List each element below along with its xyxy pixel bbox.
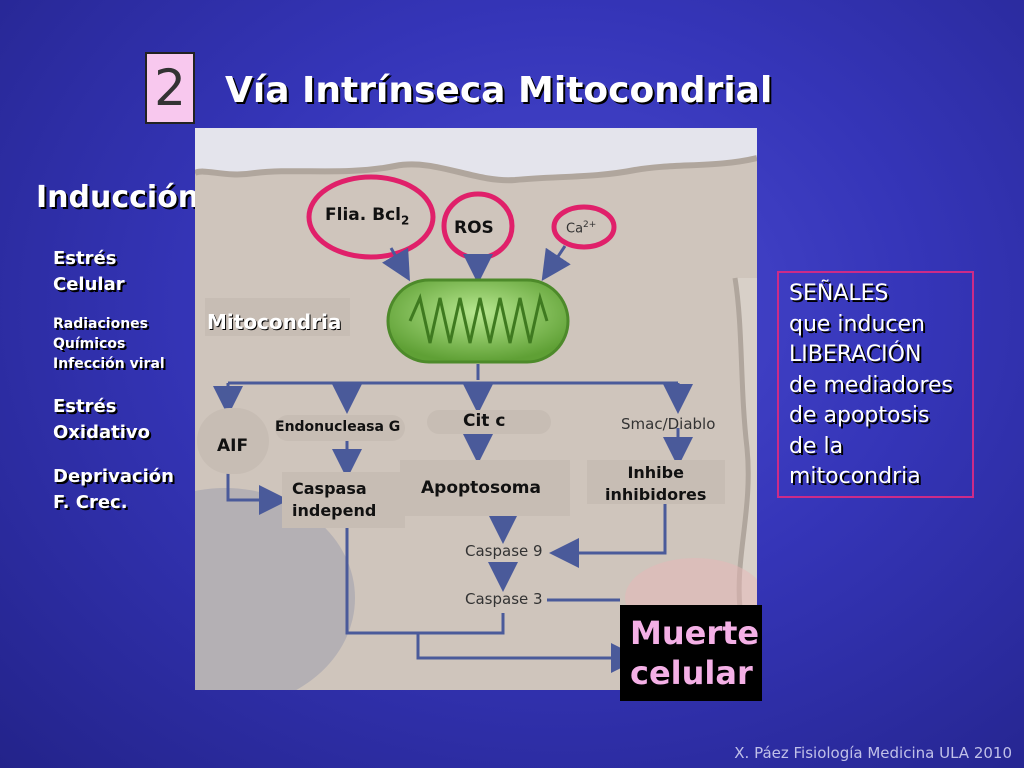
caspase-indep-line2: independ [292,501,377,520]
apoptosome-label: Apoptosoma [421,478,541,498]
stress-oxidative: Estrés Oxidativo [53,394,150,446]
pathway-diagram: Flia. Bcl2 ROS Ca2+ Mitocondria AIF Endo… [195,128,757,690]
signals-line: de la [789,433,844,459]
cytc-label: Cit c [463,411,506,431]
calcium-label: Ca2+ [566,220,596,236]
inhibe-line2: inhibidores [605,485,707,504]
cause-item: Infección viral [53,356,165,372]
signals-line: SEÑALES [789,281,889,306]
smac-label: Smac/Diablo [621,415,716,433]
signals-line: de mediadores [789,372,954,398]
calcium-text: Ca [566,221,584,237]
cause-item: Químicos [53,336,126,352]
stress-oxidative-line2: Oxidativo [53,422,150,443]
bcl2-label: Flia. Bcl2 [325,205,409,227]
endonuclease-tag [275,415,405,441]
cell-death-line2: celular [630,654,753,692]
diagram-background [195,128,757,690]
mitochondrion-shape [386,278,570,364]
deprivation: Deprivación F. Crec. [53,464,174,516]
signals-line: que inducen [789,311,925,337]
stress-cellular-line1: Estrés [53,248,117,269]
aif-label: AIF [217,436,249,456]
ros-label: ROS [454,218,494,238]
inhibe-tag [587,460,725,504]
slide-number: 2 [154,59,186,117]
ca-ring [551,204,617,250]
cell-death-line1: Muerte [630,614,760,652]
mitochondria-label: Mitocondria [207,310,342,334]
bcl2-text: Flia. Bcl [325,205,401,225]
apoptosome-tag [400,460,570,516]
caspase-indep-tag [282,472,405,528]
aif-tag [197,408,269,474]
inhibe-line1: Inhibe [627,463,684,482]
deprivation-line1: Deprivación [53,466,174,487]
causes-list: Radiaciones Químicos Infección viral [53,314,165,374]
signals-line: mitocondria [789,464,921,489]
signals-box: SEÑALES que inducen LIBERACIÓN de mediad… [777,271,974,498]
endonuclease-label: Endonucleasa G [275,419,401,435]
cell-death-box: Muerte celular [620,605,762,701]
mitochondria-tag [205,298,350,336]
slide-number-box: 2 [145,52,195,124]
inhibe-label: Inhibe inhibidores [605,462,706,506]
signals-line: LIBERACIÓN [789,342,922,367]
stress-cellular: Estrés Celular [53,246,125,298]
bcl2-ring [306,174,436,260]
signals-line: de apoptosis [789,403,930,428]
cytc-tag [427,410,551,434]
stress-oxidative-line1: Estrés [53,396,117,417]
bcl2-subscript: 2 [400,213,410,228]
induction-heading: Inducción [36,180,200,215]
deprivation-line2: F. Crec. [53,492,128,513]
cause-item: Radiaciones [53,316,149,332]
caspase9-label: Caspase 9 [465,542,543,560]
footer-credit: X. Páez Fisiología Medicina ULA 2010 [734,744,1012,762]
caspase-indep-label: Caspasa independ [292,478,376,522]
slide-title: Vía Intrínseca Mitocondrial [225,70,773,111]
caspase-indep-line1: Caspasa [292,479,367,498]
stress-cellular-line2: Celular [53,274,125,295]
calcium-superscript: 2+ [583,220,597,230]
caspase3-label: Caspase 3 [465,590,543,608]
